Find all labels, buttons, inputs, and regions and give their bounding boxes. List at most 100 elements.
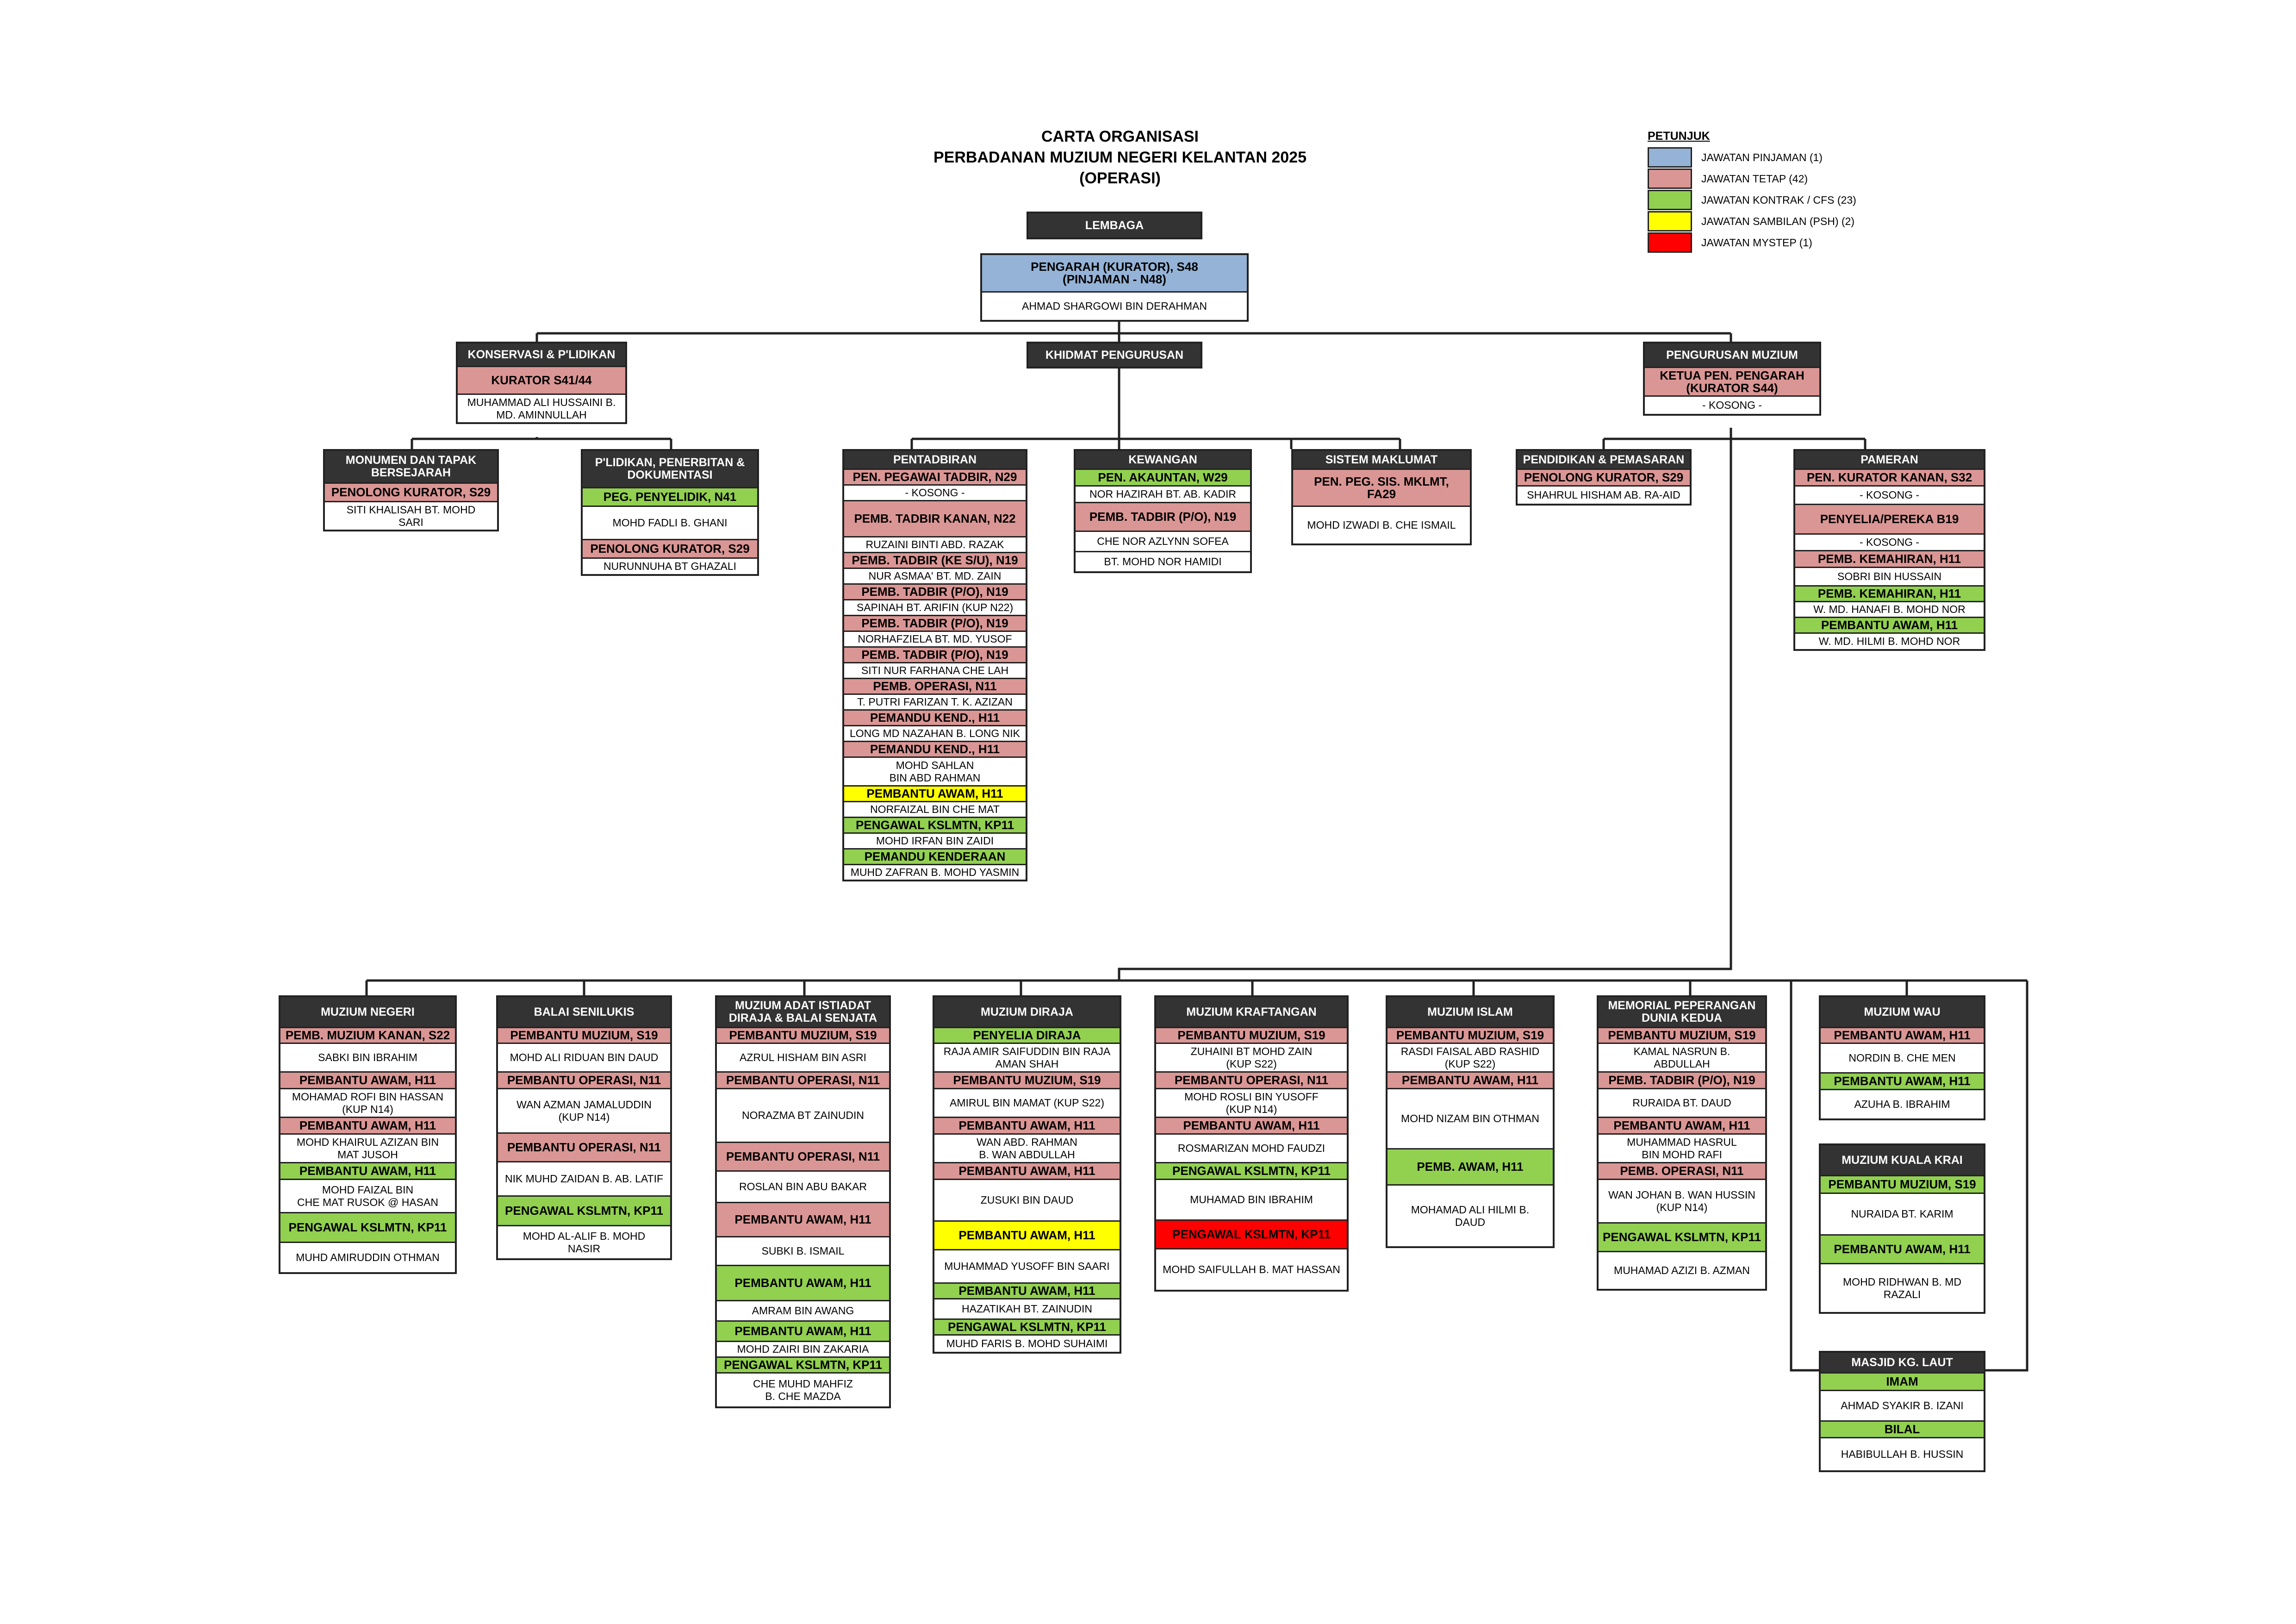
staff-name: NORFAIZAL BIN CHE MAT xyxy=(844,801,1026,817)
staff-name-text: - KOSONG - xyxy=(1859,489,1920,501)
position-title: PEMBANTU AWAM, H11 xyxy=(844,785,1026,801)
position-title: PENGAWAL KSLMTN, KP11 xyxy=(717,1356,889,1372)
unit-header-line: KONSERVASI & P'LIDIKAN xyxy=(467,348,616,361)
position-text: PEMB. TADBIR KANAN, N22 xyxy=(854,512,1016,525)
legend-label: JAWATAN PINJAMAN (1) xyxy=(1701,151,1823,163)
position-title: PENGAWAL KSLMTN, KP11 xyxy=(498,1195,670,1225)
legend-label: JAWATAN MYSTEP (1) xyxy=(1701,236,1812,249)
position-title: PEMBANTU OPERASI, N11 xyxy=(717,1071,889,1088)
position-title: PENGAWAL KSLMTN, KP11 xyxy=(280,1212,455,1242)
position-title: BILAL xyxy=(1821,1420,1984,1437)
unit-header: KEWANGAN xyxy=(1076,451,1250,468)
staff-name: SUBKI B. ISMAIL xyxy=(717,1236,889,1265)
position-text: PENOLONG KURATOR, S29 xyxy=(1524,470,1684,484)
position-text: PEMBANTU MUZIUM, S19 xyxy=(1608,1028,1756,1042)
unit-header: MUZIUM WAU xyxy=(1821,997,1984,1027)
position-text: PENGAWAL KSLMTN, KP11 xyxy=(505,1204,663,1218)
staff-name: ZUSUKI BIN DAUD xyxy=(934,1179,1120,1220)
unit-header-line: MUZIUM DIRAJA xyxy=(981,1005,1073,1018)
staff-name: MOHD ROSLI BIN YUSOFF(KUP N14) xyxy=(1156,1088,1347,1117)
position-text: PEN. PEG. SIS. MKLMT,FA29 xyxy=(1314,474,1449,501)
position-title: PENGAWAL KSLMTN, KP11 xyxy=(1599,1222,1765,1251)
position-text: PEMBANTU AWAM, H11 xyxy=(734,1212,871,1226)
staff-name: NURAIDA BT. KARIM xyxy=(1821,1193,1984,1234)
position-text: PENGAWAL KSLMTN, KP11 xyxy=(1603,1230,1761,1244)
position-text: PEMBANTU MUZIUM, S19 xyxy=(729,1028,877,1042)
staff-name: W. MD. HILMI B. MOHD NOR xyxy=(1795,632,1984,649)
position-title: PEMBANTU AWAM, H11 xyxy=(280,1117,455,1133)
legend-swatch xyxy=(1648,190,1692,210)
unit-header: KHIDMAT PENGURUSAN xyxy=(1028,344,1201,367)
staff-name: NORAZMA BT ZAINUDIN xyxy=(717,1088,889,1142)
staff-name: MOHD NIZAM BIN OTHMAN xyxy=(1388,1088,1553,1148)
staff-name-text: BT. MOHD NOR HAMIDI xyxy=(1104,556,1222,568)
staff-name: NORDIN B. CHE MEN xyxy=(1821,1043,1984,1072)
position-text: PEMBANTU AWAM, H11 xyxy=(958,1228,1095,1242)
unit-header: MUZIUM KRAFTANGAN xyxy=(1156,997,1347,1027)
position-title: PEMBANTU OPERASI, N11 xyxy=(498,1071,670,1088)
staff-name: ROSLAN BIN ABU BAKAR xyxy=(717,1170,889,1202)
position-text: PEMBANTU AWAM, H11 xyxy=(958,1118,1095,1132)
unit-header-line: MUZIUM ADAT ISTIADAT xyxy=(735,999,871,1012)
staff-name: WAN JOHAN B. WAN HUSSIN(KUP N14) xyxy=(1599,1179,1765,1222)
unit-header-line: MUZIUM KRAFTANGAN xyxy=(1186,1005,1317,1018)
staff-name-text: AMIRUL BIN MAMAT (KUP S22) xyxy=(950,1097,1104,1109)
position-title: PEMB. TADBIR KANAN, N22 xyxy=(844,500,1026,536)
unit-header: PAMERAN xyxy=(1795,451,1984,468)
staff-name-text: NUR ASMAA' BT. MD. ZAIN xyxy=(868,570,1002,582)
unit-header: KONSERVASI & P'LIDIKAN xyxy=(458,344,625,366)
position-title: PENGAWAL KSLMTN, KP11 xyxy=(1156,1219,1347,1248)
position-title: PENGAWAL KSLMTN, KP11 xyxy=(934,1318,1120,1334)
position-title: PEMB. KEMAHIRAN, H11 xyxy=(1795,550,1984,567)
staff-name-text: ZUHAINI BT MOHD ZAIN(KUP S22) xyxy=(1190,1045,1313,1070)
position-text: PEMANDU KEND., H11 xyxy=(870,711,1000,725)
connector-museums xyxy=(365,439,2028,1372)
position-title: KETUA PEN. PENGARAH(KURATOR S44) xyxy=(1645,367,1819,395)
unit-header: MUZIUM DIRAJA xyxy=(934,997,1120,1027)
legend-item: JAWATAN SAMBILAN (PSH) (2) xyxy=(1648,211,1879,232)
staff-name: MUHD AMIRUDDIN OTHMAN xyxy=(280,1242,455,1272)
position-text: PEMB. KEMAHIRAN, H11 xyxy=(1817,587,1961,600)
unit-header-line: BERSEJARAH xyxy=(371,466,451,479)
position-text: PEMB. TADBIR (P/O), N19 xyxy=(861,616,1008,630)
staff-name-text: LONG MD NAZAHAN B. LONG NIK xyxy=(849,727,1020,739)
position-text: PEMBANTU AWAM, H11 xyxy=(734,1324,871,1338)
staff-name: - KOSONG - xyxy=(1645,395,1819,414)
unit-header-line: MUZIUM ISLAM xyxy=(1427,1005,1513,1018)
position-text: PEMANDU KENDERAAN xyxy=(864,849,1006,863)
unit-header-line: DUNIA KEDUA xyxy=(1641,1012,1723,1024)
position-text: PENYELIA/PEREKA B19 xyxy=(1820,512,1959,526)
staff-name-text: WAN AZMAN JAMALUDDIN(KUP N14) xyxy=(516,1098,652,1123)
staff-name: AHMAD SHARGOWI BIN DERAHMAN xyxy=(982,291,1247,320)
position-title: PEMBANTU AWAM, H11 xyxy=(1795,617,1984,632)
position-text: PEMB. KEMAHIRAN, H11 xyxy=(1817,552,1961,566)
legend-item: JAWATAN KONTRAK / CFS (23) xyxy=(1648,189,1879,211)
unit-header: BALAI SENILUKIS xyxy=(498,997,670,1027)
position-text: PEMBANTU AWAM, H11 xyxy=(1183,1118,1320,1132)
connector-director-to-divisions xyxy=(535,322,1732,342)
staff-name-text: MOHD ZAIRI BIN ZAKARIA xyxy=(737,1343,869,1355)
staff-name-text: SHAHRUL HISHAM AB. RA-AID xyxy=(1527,489,1680,501)
position-title: PENOLONG KURATOR, S29 xyxy=(583,539,757,557)
staff-name: MUHD ZAFRAN B. MOHD YASMIN xyxy=(844,864,1026,880)
position-title: PEMBANTU MUZIUM, S19 xyxy=(1388,1027,1553,1043)
position-text: PEMBANTU AWAM, H11 xyxy=(1821,618,1958,632)
staff-name-text: MOHAMAD ROFI BIN HASSAN(KUP N14) xyxy=(292,1090,444,1115)
staff-name-text: MOHD ALI RIDUAN BIN DAUD xyxy=(510,1051,659,1063)
staff-name: ZUHAINI BT MOHD ZAIN(KUP S22) xyxy=(1156,1043,1347,1071)
legend-swatch xyxy=(1648,232,1692,253)
position-text: PEMB. TADBIR (P/O), N19 xyxy=(1608,1073,1755,1087)
staff-name: MOHD IZWADI B. CHE ISMAIL xyxy=(1293,506,1470,543)
